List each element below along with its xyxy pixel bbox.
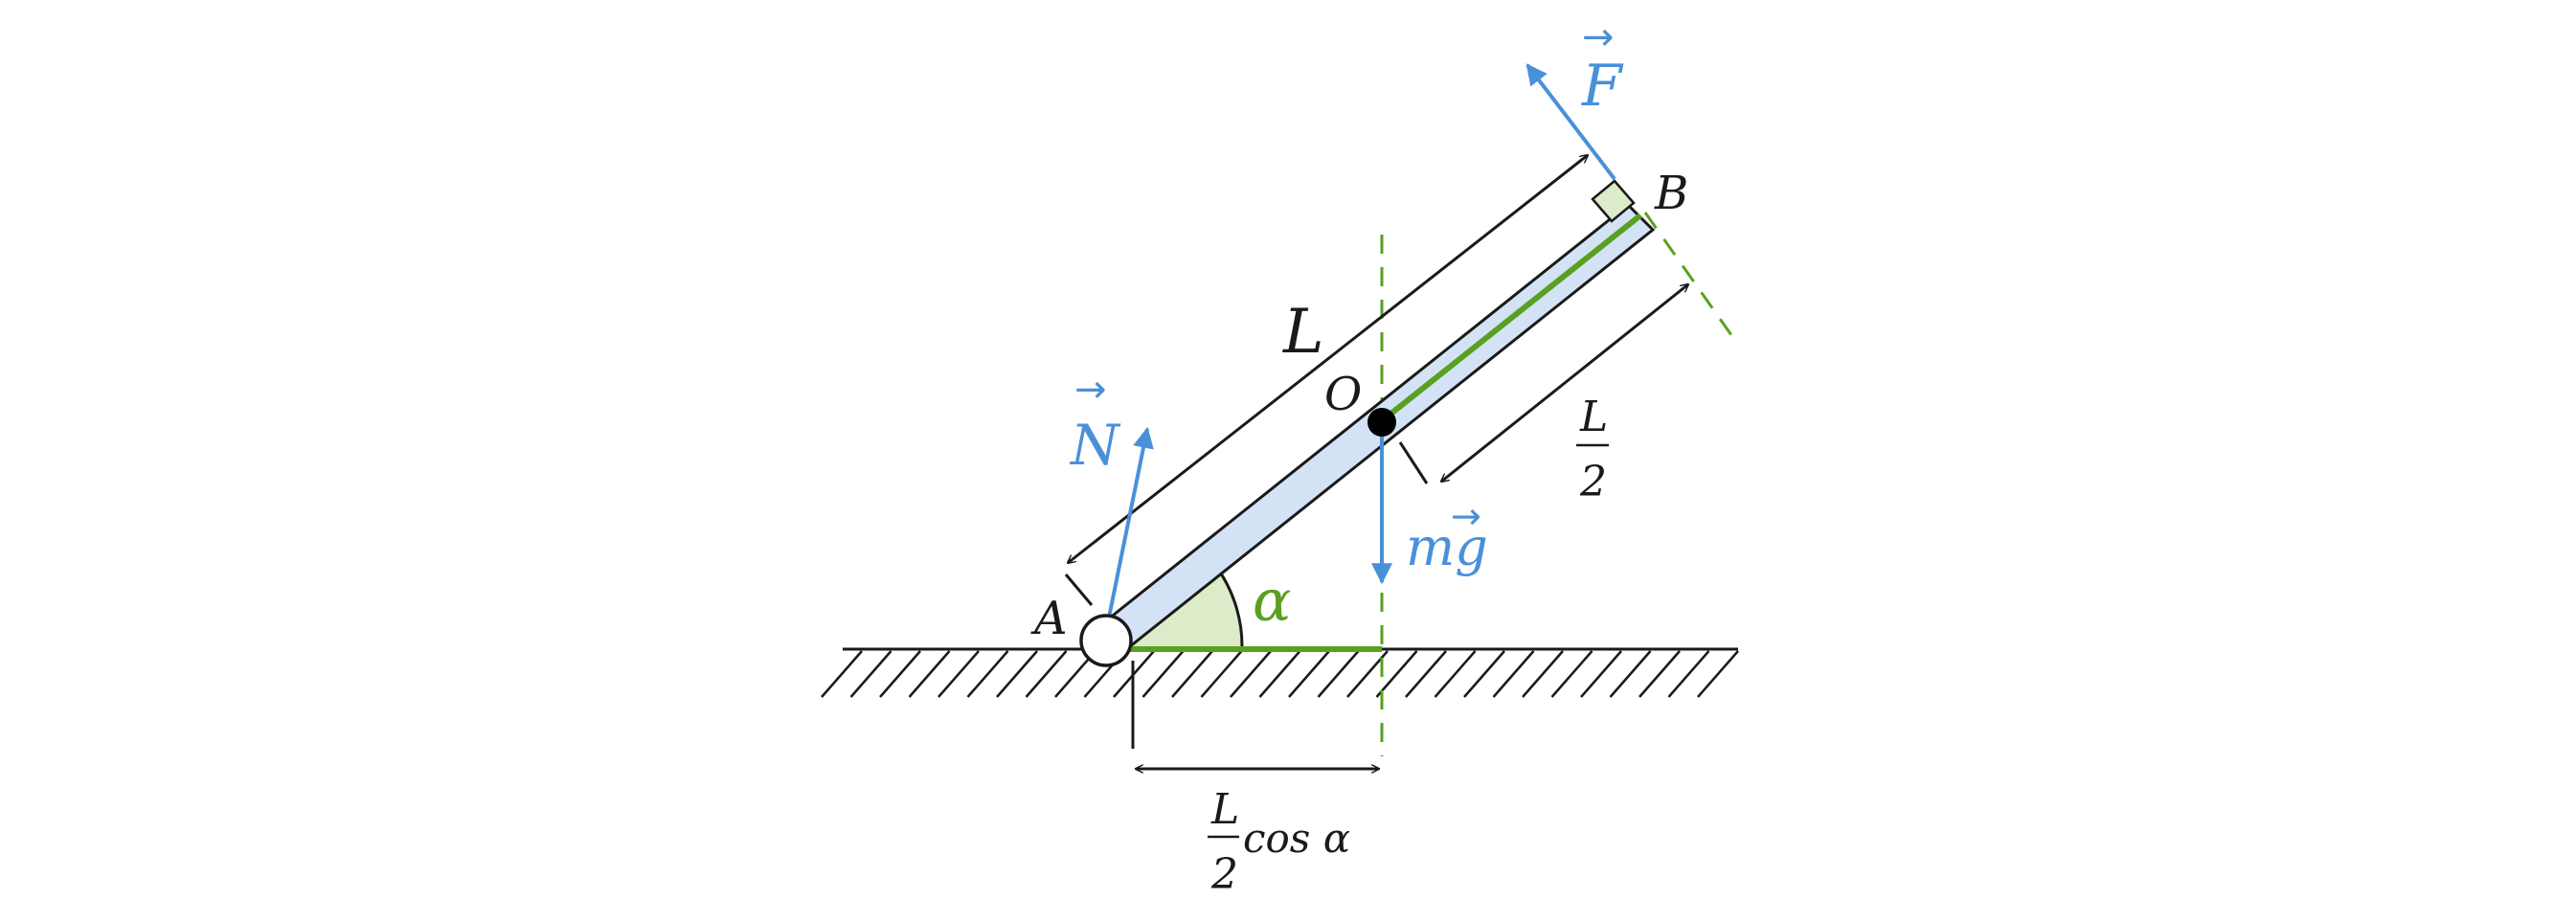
weight-text: mg <box>1406 517 1488 577</box>
hatch-stroke <box>1375 650 1418 698</box>
half-length-fraction: L 2 <box>1576 393 1609 506</box>
dimension-half-tick <box>1398 441 1429 484</box>
hatch-stroke <box>938 650 980 698</box>
label-a: A <box>1030 592 1068 645</box>
hatch-stroke <box>1697 650 1739 698</box>
pivot-icon <box>1079 614 1133 667</box>
lever-suffix: cos α <box>1243 815 1350 862</box>
perpendicular-dashed-line <box>1643 212 1740 346</box>
ground <box>821 647 1739 698</box>
force-n-arrow-glyph: → <box>1074 368 1107 412</box>
dimension-half-arrow <box>1441 284 1688 482</box>
hatch-stroke <box>1405 650 1447 698</box>
force-n-arrow <box>1107 426 1154 618</box>
hatch-stroke <box>879 650 921 698</box>
half-length-denominator: 2 <box>1579 458 1607 506</box>
center-of-mass-icon <box>1367 408 1396 437</box>
hatch-stroke <box>1288 650 1330 698</box>
ground-hatching <box>821 650 1739 698</box>
hatch-stroke <box>1258 650 1301 698</box>
dimension-l-arrow <box>1068 155 1588 563</box>
force-n-text: N <box>1069 413 1121 478</box>
force-f-text: F <box>1581 53 1624 120</box>
force-f-arrow <box>1525 63 1616 181</box>
dimension-l-tick <box>1064 573 1094 606</box>
hatch-stroke <box>1317 650 1360 698</box>
hatch-stroke <box>908 650 951 698</box>
label-b: B <box>1654 167 1688 220</box>
hatch-stroke <box>1580 650 1622 698</box>
hatch-stroke <box>966 650 1009 698</box>
weight-label: → mg <box>1406 495 1488 577</box>
hatch-stroke <box>1667 650 1710 698</box>
hatch-stroke <box>1230 650 1272 698</box>
hatch-stroke <box>821 650 863 698</box>
hatch-stroke <box>1200 650 1243 698</box>
label-o: O <box>1324 368 1362 421</box>
hatch-stroke <box>1434 650 1477 698</box>
label-length: L <box>1282 297 1324 368</box>
force-f-label: → F <box>1581 15 1624 120</box>
hatch-stroke <box>1522 650 1564 698</box>
half-length-numerator: L <box>1579 393 1608 441</box>
hatch-stroke <box>1025 650 1068 698</box>
right-angle-icon <box>1591 179 1636 223</box>
force-n-label: → N <box>1069 368 1121 478</box>
hatch-stroke <box>849 650 893 698</box>
hatch-stroke <box>1492 650 1535 698</box>
weight-arrow-glyph: → <box>1451 495 1481 537</box>
lever-denominator: 2 <box>1210 850 1238 899</box>
lever-numerator: L <box>1210 785 1239 834</box>
lever-arm-label: L 2 cos α <box>1208 785 1350 899</box>
force-f-arrow-glyph: → <box>1582 15 1615 59</box>
label-angle: α <box>1253 568 1292 635</box>
hatch-stroke <box>1463 650 1505 698</box>
hatch-stroke <box>996 650 1038 698</box>
hatch-stroke <box>1171 650 1213 698</box>
hatch-stroke <box>1609 650 1652 698</box>
hatch-stroke <box>1550 650 1593 698</box>
hatch-stroke <box>1638 650 1681 698</box>
hatch-stroke <box>1141 650 1185 698</box>
half-rod-line <box>1382 213 1642 422</box>
